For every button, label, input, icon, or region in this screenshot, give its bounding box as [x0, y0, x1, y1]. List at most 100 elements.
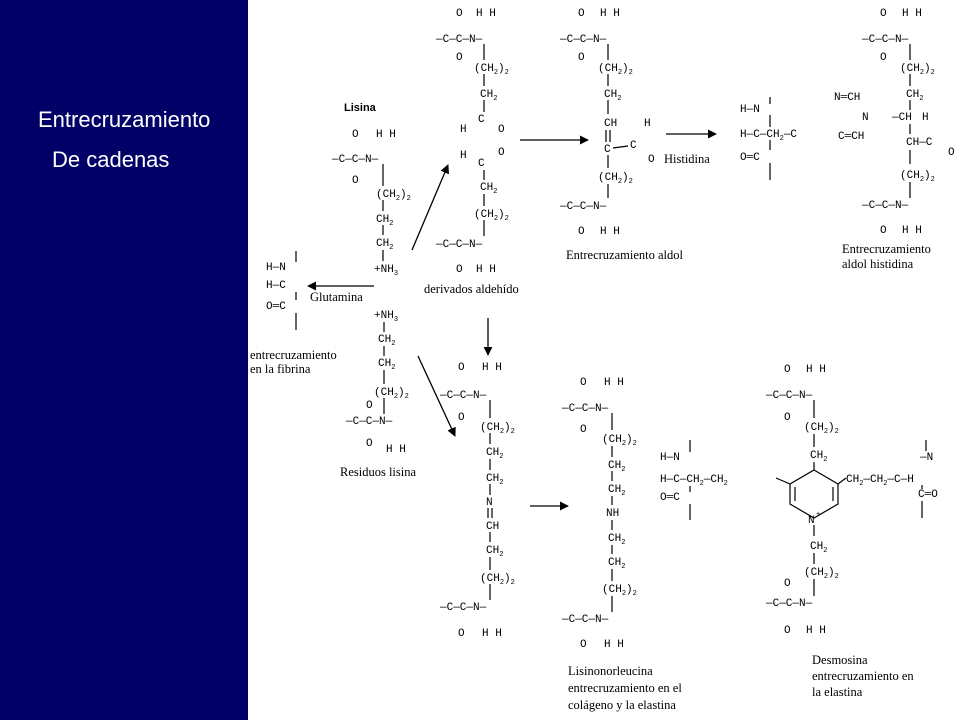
lysinonorleucine-structure: O H H —C—C—N— O (CH2)2 CH2 CH2 NH CH2 CH… — [561, 377, 682, 712]
chemical-structures: Lisina O H H —C—C—N— O (CH2)2 CH2 CH2 +N… — [250, 8, 955, 712]
fibrin-caption-2: en la fibrina — [250, 362, 311, 376]
svg-text:NH: NH — [606, 508, 619, 520]
svg-text:H H: H H — [376, 129, 396, 141]
svg-text:H: H — [460, 124, 467, 136]
svg-text:(CH2)2: (CH2)2 — [474, 209, 509, 223]
aldehyde-derivative-structure: O H H —C—C—N— O (CH2)2 CH2 H C O H C O C… — [424, 8, 519, 296]
svg-text:H: H — [644, 118, 651, 130]
svg-text:N: N — [486, 497, 493, 509]
svg-text:O: O — [580, 639, 587, 651]
svg-text:O: O — [498, 124, 505, 136]
svg-text:—C—C—N—: —C—C—N— — [435, 34, 483, 46]
svg-text:—N: —N — [919, 452, 933, 464]
svg-text:CH2: CH2 — [480, 89, 497, 103]
svg-text:—C—C—N—: —C—C—N— — [439, 602, 487, 614]
svg-text:—C—C—N—: —C—C—N— — [765, 390, 813, 402]
svg-text:H H: H H — [902, 8, 922, 20]
svg-text:CH2: CH2 — [486, 447, 503, 461]
svg-text:CH2: CH2 — [608, 533, 625, 547]
svg-text:O: O — [580, 424, 587, 436]
svg-text:H—C—CH2—CH2: H—C—CH2—CH2 — [660, 474, 728, 488]
svg-text:C: C — [478, 114, 485, 126]
svg-text:O: O — [352, 175, 359, 187]
svg-text:—CH: —CH — [891, 112, 912, 124]
svg-text:C: C — [604, 144, 611, 156]
svg-text:N: N — [862, 112, 869, 124]
svg-text:—C—C—N—: —C—C—N— — [861, 200, 909, 212]
schiff-base-structure: O H H —C—C—N— O (CH2)2 CH2 CH2 N CH CH2 … — [439, 362, 515, 640]
svg-text:H H: H H — [476, 264, 496, 276]
lysinonorleucine-caption-3: colágeno y la elastina — [568, 698, 676, 712]
desmosine-caption-3: la elastina — [812, 685, 863, 699]
svg-text:CH2: CH2 — [608, 557, 625, 571]
svg-text:—C—C—N—: —C—C—N— — [559, 201, 607, 213]
svg-text:H H: H H — [806, 364, 826, 376]
svg-text:H: H — [460, 150, 467, 162]
svg-text:(CH2)2: (CH2)2 — [804, 422, 839, 436]
svg-text:O═C: O═C — [740, 152, 760, 164]
svg-text:(CH2)2: (CH2)2 — [374, 387, 409, 401]
aldol-histidine-structure: O H H —C—C—N— O (CH2)2 CH2 N═CH N C═CH —… — [740, 8, 955, 271]
lysine-structure: Lisina O H H —C—C—N— O (CH2)2 CH2 CH2 +N… — [331, 102, 411, 278]
svg-text:H H: H H — [604, 377, 624, 389]
svg-text:H H: H H — [600, 226, 620, 238]
fibrin-caption-1: entrecruzamiento — [250, 348, 337, 362]
svg-text:N═CH: N═CH — [834, 92, 860, 104]
svg-text:(CH2)2: (CH2)2 — [598, 63, 633, 77]
svg-text:O: O — [578, 8, 585, 20]
svg-text:CH2: CH2 — [376, 238, 393, 252]
svg-text:O: O — [498, 147, 505, 159]
desmosine-caption-1: Desmosina — [812, 653, 868, 667]
title-sidebar: Entrecruzamiento De cadenas — [0, 0, 248, 720]
svg-text:H—N: H—N — [660, 452, 680, 464]
svg-text:CH2: CH2 — [376, 214, 393, 228]
svg-text:—C—C—N—: —C—C—N— — [439, 390, 487, 402]
svg-text:O: O — [456, 264, 463, 276]
arrow-residues-to-schiff — [417, 355, 456, 437]
svg-text:(CH2)2: (CH2)2 — [598, 172, 633, 186]
svg-text:H H: H H — [806, 625, 826, 637]
svg-text:H—C: H—C — [266, 280, 286, 292]
crosslinking-diagram: Lisina O H H —C—C—N— O (CH2)2 CH2 CH2 +N… — [248, 0, 960, 720]
svg-text:H H: H H — [482, 628, 502, 640]
svg-text:O: O — [784, 625, 791, 637]
svg-text:(CH2)2: (CH2)2 — [480, 573, 515, 587]
aldol-histidine-caption-1: Entrecruzamiento — [842, 242, 931, 256]
lysinonorleucine-caption-1: Lisinonorleucina — [568, 664, 653, 678]
svg-text:(CH2)2: (CH2)2 — [602, 434, 637, 448]
histidine-label: Histidina — [664, 152, 710, 166]
svg-text:C: C — [630, 140, 637, 152]
svg-text:O: O — [366, 400, 373, 412]
svg-text:—C—C—N—: —C—C—N— — [765, 598, 813, 610]
lysine-label: Lisina — [344, 102, 377, 114]
svg-text:CH—C: CH—C — [906, 137, 933, 149]
svg-text:(CH2)2: (CH2)2 — [376, 189, 411, 203]
desmosine-structure: O H H —C—C—N— O (CH2)2 CH2 N + H—N H—C—C… — [660, 364, 938, 699]
svg-text:O: O — [948, 147, 955, 159]
svg-text:(CH2)2: (CH2)2 — [900, 63, 935, 77]
svg-text:H H: H H — [604, 639, 624, 651]
svg-text:O: O — [578, 52, 585, 64]
reaction-arrows: Histidina — [307, 129, 717, 511]
slide-title-line-1: Entrecruzamiento — [38, 107, 211, 132]
svg-text:CH2: CH2 — [480, 182, 497, 196]
lysinonorleucine-caption-2: entrecruzamiento en el — [568, 681, 682, 695]
glutamine-label: Glutamina — [310, 290, 363, 304]
svg-text:CH2: CH2 — [906, 89, 923, 103]
svg-text:—C—C—N—: —C—C—N— — [561, 614, 609, 626]
svg-text:—C—C—N—: —C—C—N— — [861, 34, 909, 46]
svg-text:C═O: C═O — [918, 489, 938, 501]
svg-text:CH2: CH2 — [486, 545, 503, 559]
desmosine-caption-2: entrecruzamiento en — [812, 669, 914, 683]
svg-text:O: O — [578, 226, 585, 238]
svg-text:CH2: CH2 — [608, 484, 625, 498]
svg-text:CH: CH — [604, 118, 617, 130]
svg-text:O: O — [784, 412, 791, 424]
slide-title-line-2: De cadenas — [52, 147, 170, 172]
svg-text:N: N — [808, 515, 815, 527]
svg-text:CH2: CH2 — [604, 89, 621, 103]
svg-text:CH2: CH2 — [378, 358, 395, 372]
aldehyde-caption: derivados aldehído — [424, 282, 519, 296]
svg-text:CH2: CH2 — [486, 473, 503, 487]
svg-text:O═C: O═C — [660, 492, 680, 504]
